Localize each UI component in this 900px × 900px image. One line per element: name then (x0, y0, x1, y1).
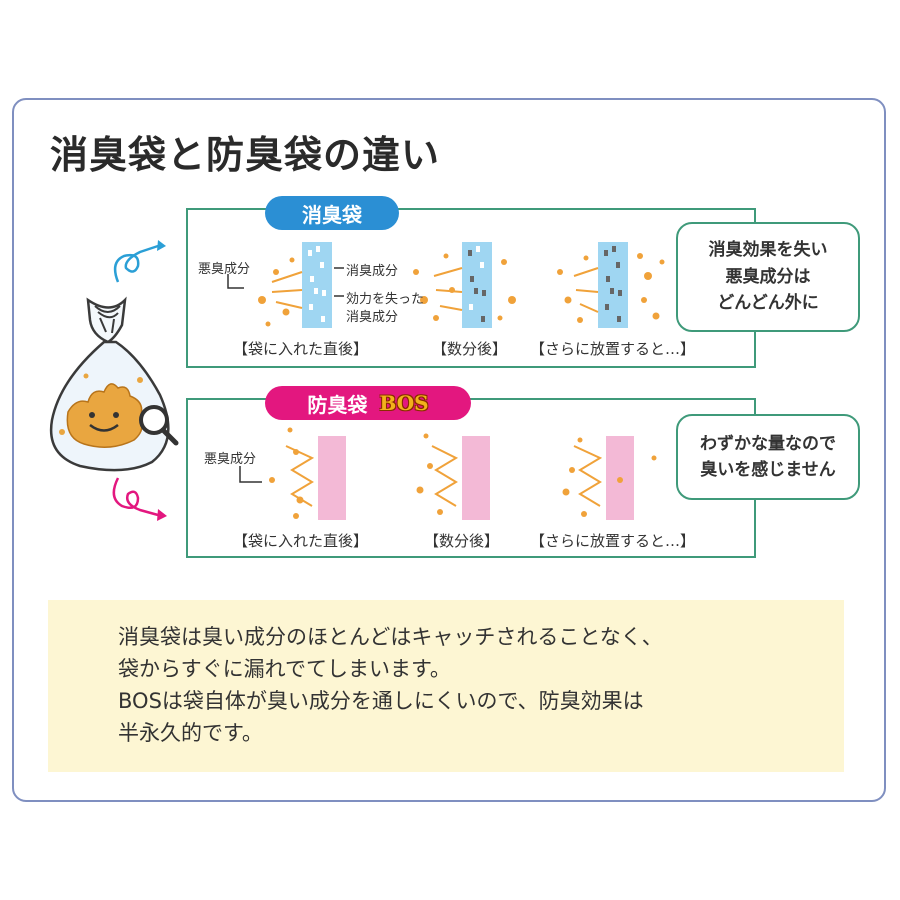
odorproof-blocked-arrows (285, 445, 603, 507)
deodorant-odor-streaks (271, 267, 599, 313)
note-line-1: 消臭袋は臭い成分のほとんどはキャッチされることなく、 (118, 625, 663, 649)
deodorant-bag-label: 消臭袋 (265, 196, 399, 230)
bos-logo: BOS (379, 391, 429, 415)
deodorant-membrane-2 (462, 242, 492, 328)
deodorant-odor-particles (258, 253, 665, 327)
odorproof-odor-component-label: 悪臭成分 (204, 452, 257, 467)
odorproof-membranes (318, 436, 634, 520)
magnifier-icon (139, 405, 179, 446)
stage-label-right-after: 【袋に入れた直後】 (233, 340, 369, 358)
note-line-3: BOSは袋自体が臭い成分を通しにくいので、防臭効果は (118, 688, 644, 713)
deodorant-membrane-3 (598, 242, 628, 328)
blue-curl-arrow-icon (113, 240, 166, 283)
page-title: 消臭袋と防臭袋の違い (50, 133, 441, 177)
deodorant-membrane-1 (302, 242, 332, 328)
spent-component-label-line2: 消臭成分 (346, 310, 399, 325)
odorproof-result-bubble: わずかな量なので 臭いを感じません (676, 414, 860, 500)
pink-curl-arrow-icon (112, 477, 167, 521)
note-line-4: 半永久的です。 (118, 720, 263, 745)
note-line-2: 袋からすぐに漏れでてしまいます。 (118, 656, 451, 681)
stage-label-left-longer: 【さらに放置すると…】 (530, 340, 696, 358)
spent-component-label-line1: 効力を失った (346, 292, 425, 307)
deodorant-component-label: 消臭成分 (346, 264, 399, 279)
odorproof-leader-lines (239, 466, 262, 483)
explanation-note: 消臭袋は臭い成分のほとんどはキャッチされることなく、 袋からすぐに漏れでてしまい… (48, 600, 844, 772)
odorproof-stage-label-left-longer: 【さらに放置すると…】 (530, 532, 696, 550)
odorproof-bag-label: 防臭袋 BOS (265, 386, 471, 420)
poop-in-bag-illustration (49, 296, 170, 472)
odor-component-label: 悪臭成分 (198, 262, 251, 277)
deodorant-leader-lines (227, 267, 344, 297)
odorproof-stage-label-minutes-later: 【数分後】 (424, 532, 500, 550)
stage-label-minutes-later: 【数分後】 (432, 340, 508, 358)
odorproof-odor-particles (269, 427, 657, 519)
odorproof-stage-label-right-after: 【袋に入れた直後】 (233, 532, 369, 550)
deodorant-result-bubble: 消臭効果を失い 悪臭成分は どんどん外に (676, 222, 860, 332)
